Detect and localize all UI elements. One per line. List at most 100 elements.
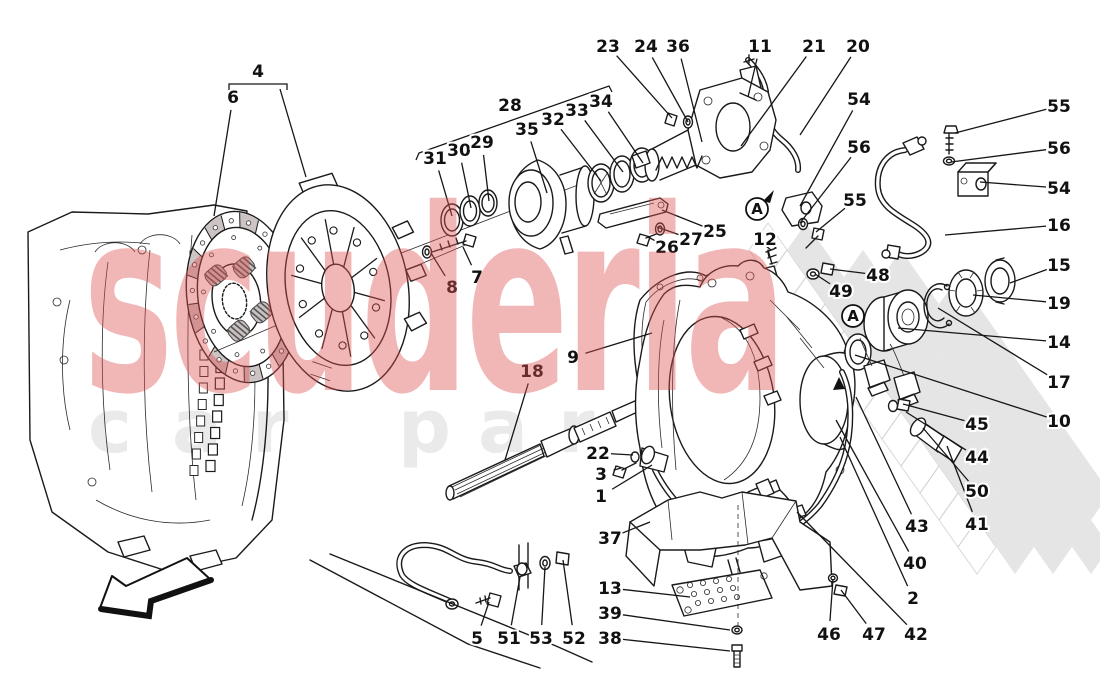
callout-55: 55	[1047, 97, 1071, 117]
rivet	[260, 348, 266, 354]
callout-6: 6	[227, 88, 239, 108]
rivet	[211, 328, 216, 334]
callout-21: 21	[802, 37, 826, 57]
view-markers: AA	[745, 190, 865, 390]
callout-33: 33	[565, 101, 589, 121]
bottom-hose-group	[309, 541, 593, 669]
heat-shield-group	[625, 491, 848, 668]
leader-line-2	[839, 436, 909, 587]
diaphragm-finger	[351, 257, 378, 279]
rivet	[228, 218, 234, 224]
leader-line-10	[854, 354, 1047, 418]
spring-coil	[242, 256, 257, 269]
callout-55: 55	[843, 191, 867, 211]
disc-line	[254, 220, 259, 235]
callout-22: 22	[586, 444, 610, 464]
gear-tooth	[189, 465, 199, 476]
leader-line-34	[607, 111, 644, 164]
leader-line-32	[560, 128, 602, 182]
leader-line-3	[613, 467, 622, 471]
slave-cylinder-group	[597, 54, 825, 279]
finger-tip	[371, 303, 381, 312]
leader-line-5	[480, 601, 490, 626]
leader-line-49	[814, 273, 831, 285]
spring-coil	[252, 307, 268, 320]
disc-line	[243, 366, 245, 382]
disc-line	[220, 215, 226, 230]
rivet	[202, 338, 208, 344]
disc-line	[208, 345, 216, 358]
callout-16: 16	[1047, 216, 1071, 236]
gear-tooth	[198, 382, 208, 394]
callout-44: 44	[965, 448, 989, 468]
gear-tooth	[213, 393, 224, 407]
leader-line-15	[1009, 268, 1048, 284]
leader-line-14	[897, 327, 1047, 342]
callout-54: 54	[1047, 179, 1071, 199]
callout-46: 46	[817, 625, 841, 645]
diaphragm-finger	[300, 237, 326, 272]
rivet	[278, 348, 284, 354]
spring-coil	[207, 270, 222, 283]
callout-13: 13	[598, 579, 622, 599]
leader-line-54	[799, 110, 854, 207]
gear-tooth	[197, 399, 207, 410]
callout-brackets	[228, 83, 613, 178]
direction-arrow	[98, 557, 214, 620]
leader-line-16	[944, 225, 1047, 236]
spring-coil	[235, 262, 250, 275]
spring-coil	[210, 267, 225, 280]
clutch-cover-drawing	[266, 172, 428, 392]
callout-48: 48	[866, 266, 890, 286]
fitting-48-49	[806, 262, 835, 280]
leader-line-20	[799, 56, 852, 136]
watermark-brand-text: scuderia	[83, 156, 783, 451]
rivet	[189, 287, 195, 294]
callout-20: 20	[846, 37, 870, 57]
spring-coil	[214, 264, 229, 277]
rivet	[245, 220, 252, 226]
diaphragm-finger	[343, 226, 355, 268]
gear-tooth	[191, 448, 201, 460]
leader-line-46	[829, 578, 834, 622]
watermark-letter: p	[398, 384, 451, 470]
spring-coil	[237, 320, 252, 333]
leader-line-52	[562, 559, 573, 626]
callout-56: 56	[1047, 139, 1071, 159]
finger-tip	[307, 236, 316, 245]
diaphragm-finger	[354, 291, 386, 302]
view-marker-label: A	[847, 307, 859, 325]
leader-line-12	[767, 251, 770, 258]
callout-28: 28	[498, 96, 522, 116]
rivet	[231, 235, 237, 240]
leader-line-40	[835, 419, 910, 552]
leader-line-37	[621, 521, 651, 534]
leader-line-1	[611, 464, 653, 490]
rivet	[250, 370, 256, 376]
rivet	[257, 245, 263, 251]
leader-line-6	[213, 109, 232, 217]
callout-2: 2	[907, 589, 919, 609]
rivet	[216, 357, 222, 363]
watermark-scuderia: scuderia	[83, 156, 787, 451]
leader-line-27	[656, 226, 679, 236]
gear-tooth	[214, 377, 225, 390]
gear-tooth	[207, 443, 218, 456]
callout-14: 14	[1047, 333, 1071, 353]
finger-tip	[329, 226, 338, 235]
rivet	[192, 262, 198, 268]
callout-29: 29	[470, 133, 494, 153]
leader-line-35	[530, 141, 548, 194]
callout-56: 56	[847, 138, 871, 158]
callout-8: 8	[446, 278, 458, 298]
diaphragm-finger	[298, 297, 325, 319]
leader-line-30	[460, 162, 472, 209]
spring-coil	[256, 304, 271, 317]
callout-19: 19	[1047, 294, 1071, 314]
callout-24: 24	[634, 37, 658, 57]
callout-49: 49	[829, 282, 853, 302]
diaphragm-finger	[290, 274, 322, 285]
leader-line-8	[430, 252, 446, 277]
leader-line-29	[482, 154, 490, 202]
